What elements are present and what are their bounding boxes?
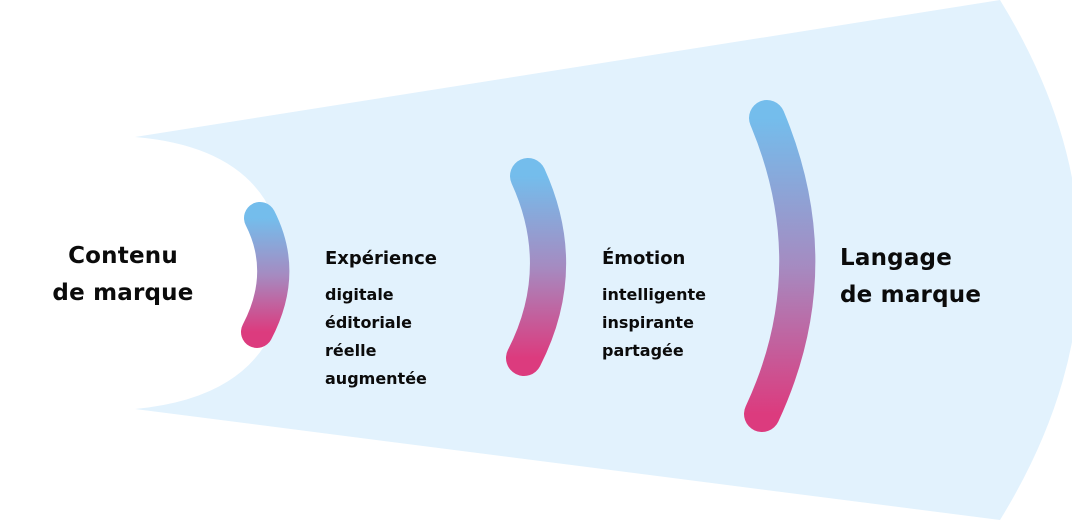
stage-experience: Expérience digitale éditoriale réelle au… [325,247,437,393]
stage-item: partagée [602,341,684,360]
end-label-line2: de marque [840,282,982,308]
end-label: Langage de marque [840,240,981,314]
stage-items: intelligente inspirante partagée [602,281,706,365]
stage-items: digitale éditoriale réelle augmentée [325,281,437,393]
stage-item: inspirante [602,313,694,332]
stage-item: augmentée [325,369,427,388]
stage-item: digitale [325,285,394,304]
stage-item: réelle [325,341,377,360]
arc-large [744,100,816,432]
stage-item: éditoriale [325,313,412,332]
stage-item: intelligente [602,285,707,304]
start-label-line1: Contenu [68,243,178,269]
stage-emotion: Émotion intelligente inspirante partagée [602,247,706,365]
start-label: Contenu de marque [48,238,198,312]
arc-small [241,202,290,348]
stage-title: Expérience [325,248,437,269]
end-label-line1: Langage [840,245,952,271]
arc-medium [506,158,566,376]
funnel-wedge [135,0,1072,520]
start-label-line2: de marque [52,280,194,306]
stage-title: Émotion [602,248,686,269]
